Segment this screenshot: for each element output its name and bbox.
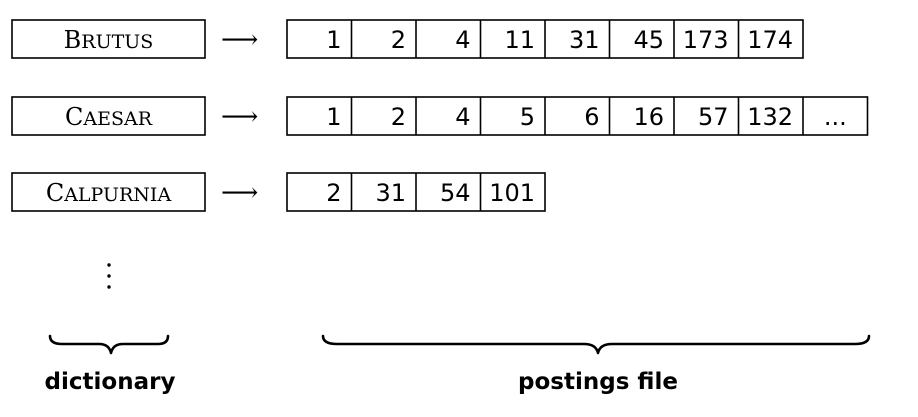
posting-docid: 31	[375, 179, 406, 207]
dictionary-term-box	[11, 96, 206, 136]
index-row-brutus: BRUTUS ⟶ 1 2 4 11 31 45 173 174	[11, 19, 804, 59]
posting-docid: 16	[633, 103, 664, 131]
dictionary-term-brutus: BRUTUS	[64, 26, 154, 54]
pointer-arrow: ⟶	[221, 102, 258, 132]
postings-list-caesar: 1 2 4 5 6 16 57 132...	[286, 96, 869, 136]
dictionary-underbrace	[48, 334, 170, 355]
posting-docid: 174	[747, 26, 793, 54]
posting-docid: 2	[391, 26, 406, 54]
vertical-ellipsis	[107, 263, 111, 289]
index-row-caesar: CAESAR ⟶ 1 2 4 5 6 16 57 132...	[11, 96, 869, 136]
posting-docid: 4	[455, 26, 470, 54]
dictionary-term-caesar: CAESAR	[65, 103, 153, 131]
postings-underbrace	[321, 334, 871, 355]
postings-file-label: postings file	[518, 369, 678, 395]
posting-docid: 11	[504, 26, 535, 54]
posting-docid: 5	[520, 103, 535, 131]
posting-docid: 2	[391, 103, 406, 131]
dictionary-term-calpurnia: CALPURNIA	[46, 179, 172, 207]
posting-docid: 4	[455, 103, 470, 131]
postings-list-frame	[286, 96, 869, 136]
posting-docid: 57	[698, 103, 729, 131]
posting-docid: 1	[326, 26, 341, 54]
dictionary-term-box	[11, 172, 206, 212]
posting-docid: 101	[489, 179, 535, 207]
postings-list-calpurnia: 2 31 54 101	[286, 172, 546, 212]
posting-docid: 45	[633, 26, 664, 54]
dictionary-term-box	[11, 19, 206, 59]
dictionary-label: dictionary	[45, 369, 176, 395]
posting-docid: 173	[683, 26, 729, 54]
posting-docid: 31	[569, 26, 600, 54]
postings-ellipsis: ...	[824, 103, 847, 131]
posting-docid: 54	[440, 179, 471, 207]
posting-docid: 6	[584, 103, 599, 131]
postings-list-brutus: 1 2 4 11 31 45 173 174	[286, 19, 804, 59]
posting-docid: 132	[747, 103, 793, 131]
index-row-calpurnia: CALPURNIA ⟶ 2 31 54 101	[11, 172, 546, 212]
pointer-arrow: ⟶	[221, 178, 258, 208]
posting-docid: 1	[326, 103, 341, 131]
pointer-arrow: ⟶	[221, 25, 258, 55]
posting-docid: 2	[326, 179, 341, 207]
